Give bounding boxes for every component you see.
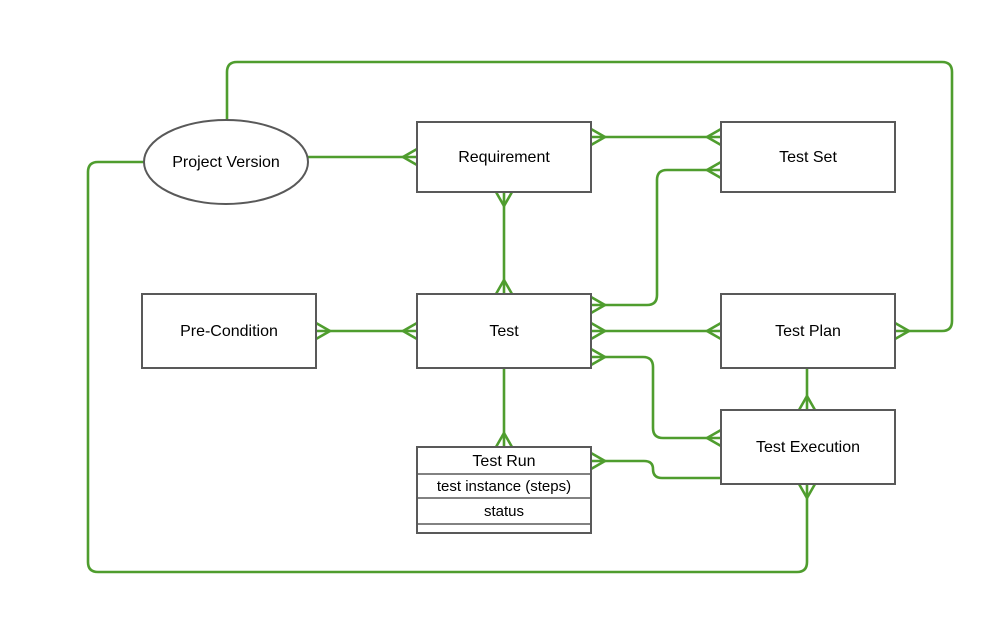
test-set-box <box>720 121 896 193</box>
requirement-box <box>416 121 592 193</box>
node-test-run: Test Run test instance (steps) status <box>416 446 592 534</box>
node-requirement: Requirement <box>416 121 592 193</box>
edge-test-plan-project-version <box>225 60 954 341</box>
node-pre-condition: Pre-Condition <box>141 293 317 369</box>
test-plan-label: Test Plan <box>775 323 841 340</box>
requirement-label: Requirement <box>458 149 550 166</box>
pre-condition-box <box>141 293 317 369</box>
project-version-label: Project Version <box>172 154 280 171</box>
test-run-title: Test Run <box>472 453 535 470</box>
test-execution-box <box>720 409 896 485</box>
edge-test-test-set <box>590 160 722 315</box>
edge-test-test-execution <box>590 347 722 448</box>
test-execution-label: Test Execution <box>756 439 860 456</box>
test-plan-box <box>720 293 896 369</box>
test-set-label: Test Set <box>779 149 837 166</box>
test-box <box>416 293 592 369</box>
test-run-row-test-instance: test instance (steps) <box>437 478 571 495</box>
test-run-box <box>416 446 592 534</box>
project-version-ellipse <box>143 119 309 205</box>
node-test-set: Test Set <box>720 121 896 193</box>
edges <box>86 60 954 574</box>
node-test-execution: Test Execution <box>720 409 896 485</box>
nodes: Project Version Requirement Test Set Pre… <box>141 119 896 534</box>
node-test: Test <box>416 293 592 369</box>
edge-test-execution-project-version <box>86 160 817 574</box>
test-run-row-status: status <box>484 503 524 520</box>
pre-condition-label: Pre-Condition <box>180 323 278 340</box>
node-project-version: Project Version <box>143 119 309 205</box>
node-test-plan: Test Plan <box>720 293 896 369</box>
edge-test-run-test-execution <box>590 451 721 480</box>
test-label: Test <box>489 323 519 340</box>
